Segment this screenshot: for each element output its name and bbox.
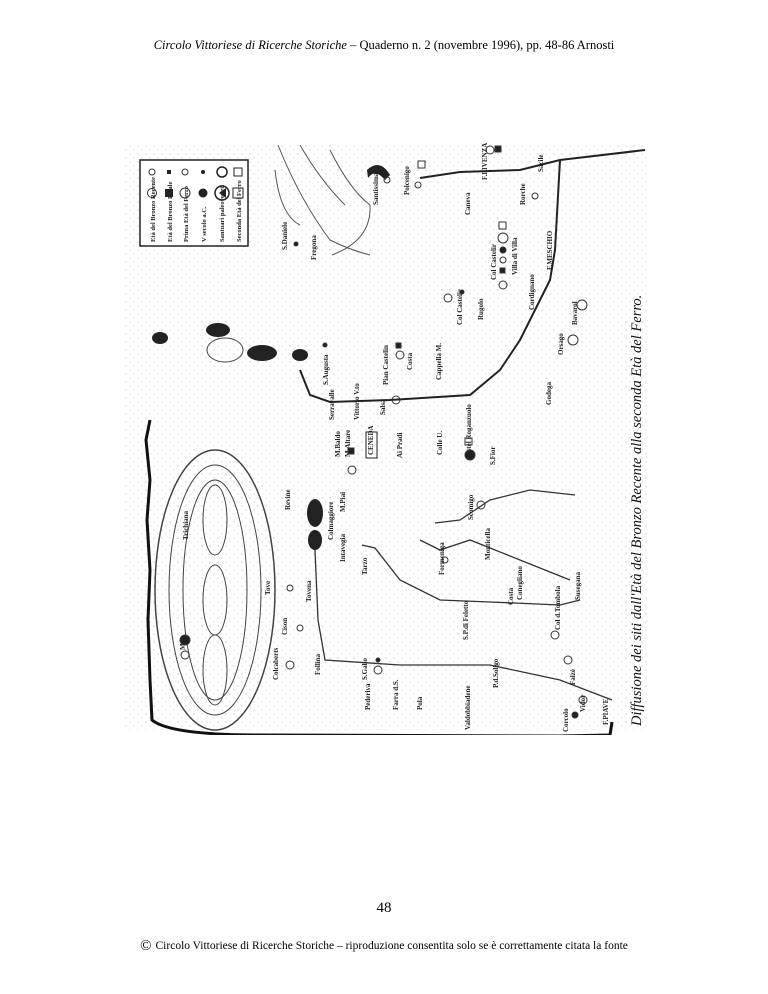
- place-label: Orsago: [557, 333, 565, 355]
- place-label: Trichiana: [182, 510, 190, 540]
- place-label: Vidor: [579, 695, 587, 712]
- bronze-recent-icon: [148, 168, 156, 176]
- place-label: Polcenigo: [403, 166, 411, 195]
- legend-symbols-small: [148, 166, 243, 178]
- place-label: Salsa: [379, 399, 387, 415]
- legend-label: V secolo a.C.: [201, 206, 208, 242]
- place-label: P.d.Soligo: [492, 658, 500, 688]
- place-label: Pola: [416, 696, 424, 710]
- place-label: Caneva: [464, 192, 472, 215]
- place-label: F.MESCHIO: [546, 230, 554, 270]
- place-label: Susegana: [574, 571, 582, 600]
- place-label: Costa: [406, 352, 414, 370]
- place-label: Pian Castelin: [382, 345, 390, 385]
- place-label: Sacile: [537, 155, 545, 173]
- place-label: Col d.Tombola: [554, 585, 562, 630]
- journal-title: Circolo Vittoriese di Ricerche Storiche: [153, 38, 347, 52]
- bronze-final-icon: [167, 170, 171, 174]
- place-label: Cordignano: [528, 274, 536, 310]
- place-label: F.LIVENZA: [481, 143, 489, 180]
- place-label: Tarzo: [361, 557, 369, 575]
- footer: ©Circolo Vittoriese di Ricerche Storiche…: [0, 938, 768, 955]
- place-label: Falzè: [569, 669, 577, 685]
- place-label: Follina: [314, 653, 322, 675]
- place-label: F.PIAVE: [602, 698, 610, 725]
- legend-label: Età del Bronzo Recente: [150, 177, 157, 242]
- place-label: Monticella: [484, 528, 492, 560]
- place-label: Pederiva: [364, 683, 372, 710]
- place-label: Santissima: [372, 172, 380, 205]
- place-label: S.Gallo: [361, 658, 369, 680]
- legend: Età del Bronzo Recente Età del Bronzo Fi…: [139, 159, 249, 247]
- place-label: S.Fior: [489, 447, 497, 465]
- place-label: M.Baldo: [334, 431, 342, 457]
- rivers: [299, 149, 646, 404]
- place-label: Corcolo: [562, 708, 570, 732]
- site-distribution-map: Età del Bronzo Recente Età del Bronzo Fi…: [123, 143, 648, 735]
- place-labels: S.Daniele Fregona S.Augusta Serravalle V…: [179, 143, 610, 732]
- contour-lines: [274, 144, 371, 256]
- fifth-century-icon: [201, 170, 205, 174]
- early-iron-icon: [181, 168, 189, 176]
- place-label: Bavarol: [571, 301, 579, 325]
- copyright-symbol: ©: [140, 938, 152, 954]
- place-label: Cison: [281, 618, 289, 635]
- site-markers: [179, 145, 588, 719]
- place-label: M.Piai: [339, 492, 347, 512]
- place-label: Colmaggiore: [327, 502, 335, 540]
- ceneda-box: [365, 431, 378, 459]
- place-label: Intavegia: [339, 534, 347, 563]
- place-label: Vittorio V.to: [353, 383, 361, 420]
- late-iron-icon: [233, 167, 243, 177]
- place-label: Tovena: [305, 580, 313, 602]
- place-label: Rugolo: [477, 298, 485, 320]
- roads: [314, 489, 613, 701]
- place-label: Castel Roganzuolo: [465, 404, 473, 460]
- footer-text: Circolo Vittoriese di Ricerche Storiche …: [155, 940, 628, 952]
- place-label: Villa di Villa: [511, 237, 519, 275]
- place-label: S.Daniele: [281, 222, 289, 250]
- legend-label: Seconda Età del Ferro: [236, 180, 243, 242]
- place-label: M.Altare: [344, 430, 352, 457]
- place-label: S.Augusta: [322, 354, 330, 385]
- place-label: Revine: [284, 489, 292, 510]
- page-number: 48: [376, 900, 392, 916]
- contour-lines-2: [329, 149, 371, 256]
- place-label: Rorche: [519, 183, 527, 205]
- legend-label: Santuari paleoveneti: [219, 185, 226, 242]
- running-header: Circolo Vittoriese di Ricerche Storiche …: [0, 38, 768, 53]
- issue-info: – Quaderno n. 2 (novembre 1996), pp. 48-…: [346, 38, 615, 52]
- legend-label: Prima Età del Ferro: [183, 186, 190, 242]
- place-label: Col Castelir: [490, 244, 498, 280]
- place-label: Farra d.S.: [392, 679, 400, 710]
- sanctuary-icon: [216, 166, 228, 178]
- place-label: Costa: [507, 587, 515, 605]
- place-label: Valdobbiadene: [464, 686, 472, 730]
- map-caption: Diffusione dei siti dall'Età del Bronzo …: [629, 295, 645, 727]
- place-label: Colcaberts: [272, 647, 280, 680]
- place-label: Ai Pradi: [396, 432, 404, 458]
- legend-symbols-large: [147, 185, 244, 201]
- place-label: Serravalle: [328, 389, 336, 420]
- place-label: Scomigo: [467, 494, 475, 520]
- place-label: S.P.di Feletto: [462, 600, 470, 640]
- place-label: Tove: [264, 581, 272, 595]
- place-label: Fregona: [310, 235, 318, 260]
- place-label: Col Castelir: [456, 289, 464, 325]
- legend-label: Età del Bronzo Finale: [167, 182, 174, 242]
- place-label: Colle U.: [436, 431, 444, 455]
- place-label: Godega: [545, 382, 553, 405]
- place-label: Cappella M.: [435, 343, 443, 380]
- lakes: [152, 165, 390, 550]
- place-label: Conegliano: [516, 566, 524, 600]
- place-label: CENEDA: [367, 425, 375, 455]
- valley-ellipses: [154, 337, 276, 731]
